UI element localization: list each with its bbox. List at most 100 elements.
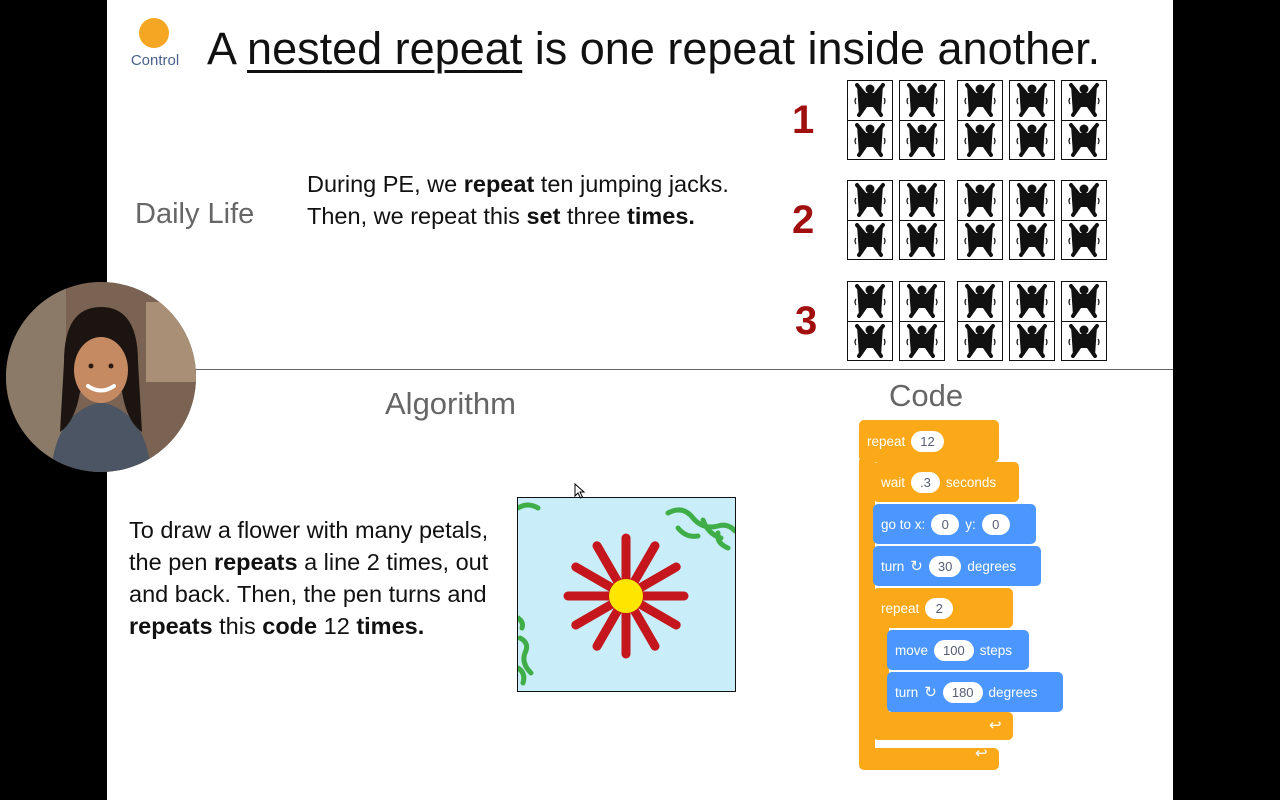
jumping-jack-box bbox=[847, 180, 893, 260]
goto-keyword: go to x: bbox=[881, 516, 926, 532]
jumping-jack-icon bbox=[1062, 181, 1106, 221]
jumping-jack-icon bbox=[1010, 121, 1054, 160]
jumping-jack-icon bbox=[900, 81, 944, 121]
inner-repeat-count[interactable]: 2 bbox=[925, 597, 954, 619]
text-run: times. bbox=[627, 203, 695, 229]
turn-180-block[interactable]: turn ↻ 180 degrees bbox=[887, 672, 1063, 712]
presenter-avatar bbox=[6, 282, 196, 472]
presenter-webcam bbox=[6, 282, 196, 472]
outer-repeat-bottom bbox=[859, 748, 999, 770]
goto-y-keyword: y: bbox=[965, 516, 976, 532]
inner-loop-arrow-icon: ↩ bbox=[989, 717, 1002, 734]
turn-30-value[interactable]: 30 bbox=[928, 555, 962, 577]
rotate-clockwise-icon: ↻ bbox=[910, 558, 923, 575]
move-unit: steps bbox=[979, 642, 1012, 658]
move-block[interactable]: move 100 steps bbox=[887, 630, 1029, 670]
jumping-jack-icon bbox=[848, 81, 892, 121]
jumping-jack-icon bbox=[1010, 221, 1054, 260]
control-category-label: Control bbox=[130, 52, 180, 69]
wait-unit: seconds bbox=[945, 474, 997, 490]
jumping-jack-box bbox=[1009, 80, 1055, 160]
turn-30-block[interactable]: turn ↻ 30 degrees bbox=[873, 546, 1041, 586]
title-post: is one repeat inside another. bbox=[522, 23, 1101, 74]
flower-svg bbox=[518, 502, 735, 686]
jumping-jack-icon bbox=[900, 322, 944, 361]
code-script[interactable]: repeat 12 ↩ wait .3 seconds go to x: 0 y… bbox=[859, 420, 1079, 780]
text-run: 12 bbox=[317, 613, 357, 639]
text-run: To draw a flower with many petals, the p… bbox=[129, 517, 489, 575]
daily-life-label: Daily Life bbox=[135, 198, 255, 230]
move-value[interactable]: 100 bbox=[934, 639, 974, 661]
wait-block-bg bbox=[873, 462, 1019, 502]
text-run: three bbox=[560, 203, 628, 229]
outer-repeat-keyword: repeat bbox=[867, 433, 906, 449]
jumping-jack-row bbox=[847, 281, 1107, 361]
text-run: During PE, we bbox=[307, 171, 464, 197]
jumping-jack-icon bbox=[1062, 322, 1106, 361]
daily-life-text: During PE, we repeat ten jumping jacks. … bbox=[307, 168, 747, 232]
jumping-jack-box bbox=[899, 80, 945, 160]
wait-keyword: wait bbox=[881, 474, 906, 490]
loop-arrow-icon: ↩ bbox=[975, 745, 988, 762]
outer-repeat-arm bbox=[859, 460, 875, 760]
jumping-jack-icon bbox=[900, 181, 944, 221]
jumping-jack-icon bbox=[958, 322, 1002, 361]
jumping-jack-icon bbox=[1062, 81, 1106, 121]
text-run: repeat bbox=[463, 171, 535, 197]
set-number: 1 bbox=[792, 98, 815, 142]
jumping-jack-box bbox=[899, 281, 945, 361]
jumping-jack-box bbox=[899, 180, 945, 260]
jumping-jack-icon bbox=[1062, 282, 1106, 322]
turn-180-keyword: turn bbox=[895, 684, 919, 700]
rotate-clockwise-icon: ↻ bbox=[924, 684, 937, 701]
text-run: a line 2 times, out and back. Then, the … bbox=[129, 549, 489, 607]
jumping-jack-icon bbox=[1010, 322, 1054, 361]
jumping-jack-icon bbox=[1010, 282, 1054, 322]
jumping-jack-box bbox=[847, 281, 893, 361]
flower-drawing bbox=[517, 497, 736, 692]
inner-repeat-arm bbox=[873, 620, 889, 740]
jumping-jack-icon bbox=[958, 81, 1002, 121]
jumping-jack-icon bbox=[848, 322, 892, 361]
turn-180-value[interactable]: 180 bbox=[942, 681, 983, 703]
jumping-jack-box bbox=[1061, 281, 1107, 361]
goto-x-value[interactable]: 0 bbox=[931, 513, 960, 535]
jumping-jack-icon bbox=[958, 221, 1002, 260]
code-label: Code bbox=[889, 378, 964, 413]
text-run: code bbox=[262, 613, 318, 639]
jumping-jack-icon bbox=[1010, 181, 1054, 221]
wait-block[interactable]: wait .3 seconds bbox=[873, 469, 996, 495]
slide: Control A nested repeat is one repeat in… bbox=[107, 0, 1173, 800]
goto-y-value[interactable]: 0 bbox=[981, 513, 1010, 535]
section-divider bbox=[107, 369, 1173, 370]
jumping-jack-icon bbox=[848, 282, 892, 322]
jumping-jack-icon bbox=[848, 221, 892, 260]
jumping-jack-icon bbox=[900, 221, 944, 260]
flower-center bbox=[609, 579, 643, 613]
jumping-jack-row bbox=[847, 80, 1107, 160]
move-keyword: move bbox=[895, 642, 929, 658]
jumping-jack-box bbox=[1009, 281, 1055, 361]
jumping-jack-box bbox=[1061, 80, 1107, 160]
set-number: 3 bbox=[795, 299, 818, 343]
jumping-jack-box bbox=[1009, 180, 1055, 260]
jumping-jack-icon bbox=[958, 181, 1002, 221]
jumping-jack-icon bbox=[1062, 221, 1106, 260]
text-run: set bbox=[526, 203, 561, 229]
inner-repeat-block[interactable]: repeat 2 bbox=[873, 595, 954, 621]
jumping-jack-icon bbox=[1010, 81, 1054, 121]
slide-title: A nested repeat is one repeat inside ano… bbox=[207, 22, 1100, 76]
wait-value[interactable]: .3 bbox=[911, 471, 940, 493]
jumping-jack-icon bbox=[1062, 121, 1106, 160]
text-run: repeats bbox=[213, 549, 298, 575]
title-pre: A bbox=[207, 23, 248, 74]
goto-block[interactable]: go to x: 0 y: 0 bbox=[873, 504, 1036, 544]
text-run: repeats bbox=[129, 613, 213, 639]
turn-30-unit: degrees bbox=[967, 558, 1017, 574]
jumping-jack-box bbox=[1061, 180, 1107, 260]
outer-repeat-block[interactable]: repeat 12 bbox=[859, 428, 944, 454]
outer-repeat-count[interactable]: 12 bbox=[911, 430, 944, 452]
text-run: ten jumping jacks. Then, we repeat this bbox=[307, 171, 729, 229]
vine-decoration bbox=[518, 502, 735, 686]
set-number: 2 bbox=[792, 198, 815, 242]
